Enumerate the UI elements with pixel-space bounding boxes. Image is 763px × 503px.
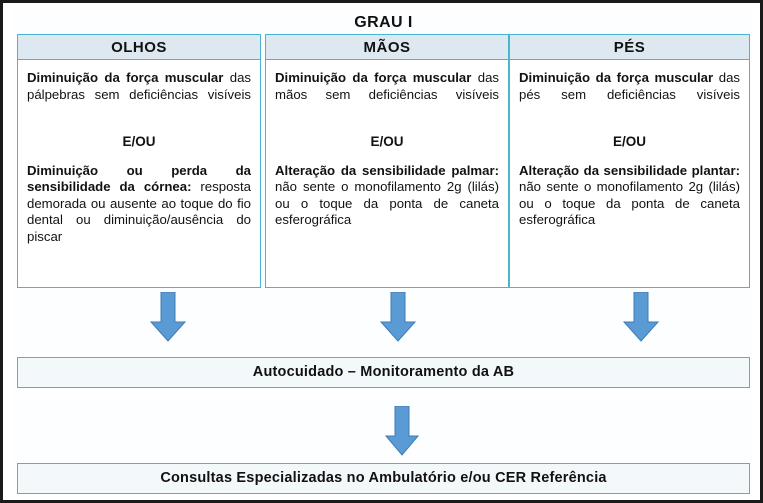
page-title: GRAU I bbox=[354, 14, 413, 31]
pes-criterion-2-bold: Alteração da sensibilidade plantar: bbox=[519, 162, 740, 178]
down-arrow-icon-maos bbox=[380, 292, 416, 342]
olhos-criterion-1-rest: das pálpebras sem deficiências visíveis bbox=[27, 70, 251, 102]
column-body-maos: Diminuição da força muscular das mãos se… bbox=[265, 60, 509, 288]
outcome-box-consultas: Consultas Especializadas no Ambulatório … bbox=[17, 463, 750, 494]
outcome-box-autocuidado: Autocuidado – Monitoramento da AB bbox=[17, 357, 750, 388]
column-body-olhos: Diminuição da força muscular das pálpebr… bbox=[17, 60, 261, 288]
pes-criterion-1-bold: Diminuição da força muscular bbox=[519, 70, 714, 85]
pes-connector: E/OU bbox=[612, 133, 646, 149]
pes-criterion-2: Alteração da sensibilidade plantar: não … bbox=[519, 163, 740, 246]
pes-criterion-1: Diminuição da força muscular das pés sem… bbox=[519, 70, 740, 120]
maos-criterion-2-rest: não sente o monofilamento 2g (lilás) ou … bbox=[275, 179, 499, 227]
down-arrow-icon-pes bbox=[623, 292, 659, 342]
pes-criterion-1-rest: das pés sem deficiências visíveis bbox=[519, 70, 740, 102]
column-header-maos: MÃOS bbox=[265, 34, 509, 60]
flowchart-inner-canvas: GRAU I OLHOS Diminuição da força muscula… bbox=[13, 8, 754, 494]
maos-criterion-2-bold: Alteração da sensibilidade palmar: bbox=[275, 162, 499, 178]
olhos-criterion-1: Diminuição da força muscular das pálpebr… bbox=[27, 70, 251, 120]
down-arrow-icon-olhos bbox=[150, 292, 186, 342]
column-header-pes: PÉS bbox=[509, 34, 750, 60]
down-arrow-icon-autocuidado bbox=[385, 406, 419, 456]
maos-criterion-1-rest: das mãos sem deficiências visíveis bbox=[275, 70, 499, 102]
olhos-criterion-2: Diminuição ou perda da sensibilidade da … bbox=[27, 163, 251, 262]
olhos-criterion-1-bold: Diminuição da força muscular bbox=[27, 70, 224, 85]
column-pes: PÉS Diminuição da força muscular das pés… bbox=[509, 34, 750, 288]
column-body-pes: Diminuição da força muscular das pés sem… bbox=[509, 60, 750, 288]
olhos-connector: E/OU bbox=[122, 133, 156, 149]
column-maos: MÃOS Diminuição da força muscular das mã… bbox=[265, 34, 509, 288]
maos-criterion-2: Alteração da sensibilidade palmar: não s… bbox=[275, 163, 499, 246]
pes-criterion-2-rest: não sente o monofilamento 2g (lilás) ou … bbox=[519, 179, 740, 227]
maos-criterion-1-bold: Diminuição da força muscular bbox=[275, 70, 472, 85]
olhos-criterion-2-bold: Diminuição ou perda da sensibilidade da … bbox=[27, 162, 251, 195]
column-olhos: OLHOS Diminuição da força muscular das p… bbox=[17, 34, 261, 288]
olhos-criterion-2-rest: resposta demorada ou ausente ao toque do… bbox=[27, 179, 251, 244]
maos-connector: E/OU bbox=[370, 133, 404, 149]
maos-criterion-1: Diminuição da força muscular das mãos se… bbox=[275, 70, 499, 120]
column-header-olhos: OLHOS bbox=[17, 34, 261, 60]
